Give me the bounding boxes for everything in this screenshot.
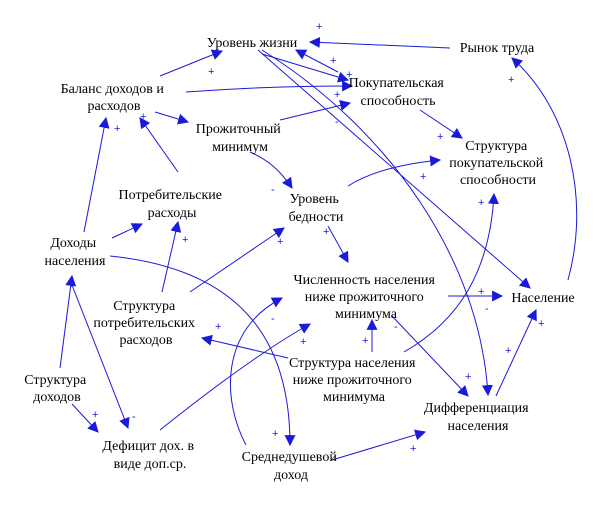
- node-struktura-potreb: Структура потребительских расходов: [93, 299, 198, 348]
- node-balans: Баланс доходов и расходов: [61, 82, 168, 114]
- node-struktura-dokh: Структура доходов: [24, 373, 90, 405]
- edge-prozhitochny-to-uroven-bednosti: [249, 151, 293, 189]
- edge-uroven-bednosti-to-chislennost: [327, 225, 349, 263]
- node-prozhitochny: Прожиточный минимум: [196, 122, 284, 155]
- sign-label: +: [272, 428, 278, 440]
- sign-label: +: [478, 286, 484, 298]
- edge-pokupatelnaya-to-uroven-zhizni: [295, 49, 339, 73]
- node-differentsiatsiya: Дифференциация населения: [424, 401, 532, 434]
- node-defitsit: Дефицит дох. в виде доп.ср.: [102, 439, 197, 472]
- edge-chislennost-to-differentsiatsiya: [391, 315, 469, 397]
- sign-label: +: [437, 131, 443, 143]
- sign-label: -: [394, 321, 398, 333]
- node-struktura-nasel: Структура населения ниже прожиточного ми…: [289, 356, 419, 405]
- edge-struktura-nasel-to-struktura-potreb: [200, 334, 289, 359]
- sign-label: +: [300, 336, 306, 348]
- sign-label: +: [465, 371, 471, 383]
- nodes-layer: Уровень жизни Рынок труда Баланс доходов…: [24, 36, 574, 483]
- node-struktura-pokup: Структура покупательской способности: [449, 139, 546, 188]
- sign-label: +: [182, 234, 188, 246]
- node-naselenie: Население: [511, 291, 574, 306]
- edge-struktura-dokh-to-dokhody: [59, 274, 77, 369]
- edge-uroven-bednosti-to-struktura-pokup: [347, 155, 442, 187]
- signs-layer: + + + + + + + + - + + + + + + + - + - + …: [68, 21, 544, 455]
- edges-layer: [59, 36, 578, 461]
- sign-label: +: [508, 74, 514, 86]
- sign-label: -: [271, 313, 275, 325]
- sign-label: +: [478, 197, 484, 209]
- sign-label: +: [334, 89, 340, 101]
- edge-struktura-potreb-to-uroven-bednosti: [189, 227, 285, 293]
- edge-uroven-zhizni-to-pokupatelnaya: [261, 53, 350, 83]
- edge-struktura-dokh-to-defitsit: [71, 403, 99, 433]
- sign-label: -: [271, 184, 275, 196]
- node-pokupatelnaya: Покупательская способность: [349, 76, 448, 109]
- edge-differentsiatsiya-to-naselenie: [495, 309, 537, 397]
- edge-rynok-to-uroven-zhizni: [308, 36, 451, 49]
- edge-prozhitochny-to-pokupatelnaya: [279, 99, 352, 121]
- sign-label: -: [485, 303, 489, 315]
- sign-label: -: [132, 411, 136, 423]
- edge-balans-to-prozhitochny: [154, 111, 190, 125]
- sign-label: +: [323, 226, 329, 238]
- node-srednedushevoy: Среднедушевой доход: [242, 450, 341, 483]
- node-rynok-truda: Рынок труда: [460, 41, 535, 56]
- sign-label: -: [335, 116, 339, 128]
- edge-balans-to-pokupatelnaya: [185, 80, 354, 93]
- sign-label: +: [208, 66, 214, 78]
- edge-dokhody-to-srednedushevoy: [109, 255, 296, 447]
- edge-pokupatelnaya-to-struktura-pokup: [419, 109, 463, 139]
- sign-label: +: [68, 279, 74, 291]
- edge-dokhody-to-defitsit: [69, 279, 130, 430]
- edge-struktura-nasel-to-struktura-pokup: [403, 192, 499, 353]
- sign-label: +: [316, 21, 322, 33]
- node-uroven-bednosti: Уровень бедности: [289, 192, 344, 225]
- edge-dokhody-to-balans: [83, 116, 110, 233]
- sign-label: +: [538, 318, 544, 330]
- edge-defitsit-to-chislennost: [159, 323, 311, 431]
- edge-srednedushevoy-to-chislennost: [230, 297, 283, 446]
- node-chislennost: Численность населения ниже прожиточного …: [294, 273, 439, 322]
- sign-label: +: [277, 236, 283, 248]
- edge-naselenie-to-rynok: [511, 57, 578, 281]
- sign-label: +: [505, 345, 511, 357]
- edge-struktura-potreb-to-potrebitelskie: [161, 220, 182, 293]
- sign-label: +: [215, 321, 221, 333]
- edge-uroven-zhizni-to-naselenie: [257, 49, 531, 289]
- sign-label: +: [114, 123, 120, 135]
- node-dokhody: Доходы населения: [45, 236, 106, 269]
- sign-label: +: [362, 335, 368, 347]
- edge-uroven-zhizni-to-differentsiatsiya: [261, 49, 493, 397]
- edge-balans-to-uroven-zhizni: [159, 49, 224, 77]
- sign-label: +: [420, 171, 426, 183]
- sign-label: +: [346, 69, 352, 81]
- node-potrebitelskie: Потребительские расходы: [119, 188, 226, 221]
- edge-potrebitelskie-to-balans: [139, 117, 179, 173]
- sign-label: +: [140, 111, 146, 123]
- sign-label: +: [330, 55, 336, 67]
- node-uroven-zhizni: Уровень жизни: [207, 36, 298, 51]
- edge-dokhody-to-potrebitelskie: [111, 223, 143, 239]
- sign-label: +: [92, 409, 98, 421]
- edge-srednedushevoy-to-differentsiatsiya: [331, 429, 427, 461]
- sign-label: +: [410, 443, 416, 455]
